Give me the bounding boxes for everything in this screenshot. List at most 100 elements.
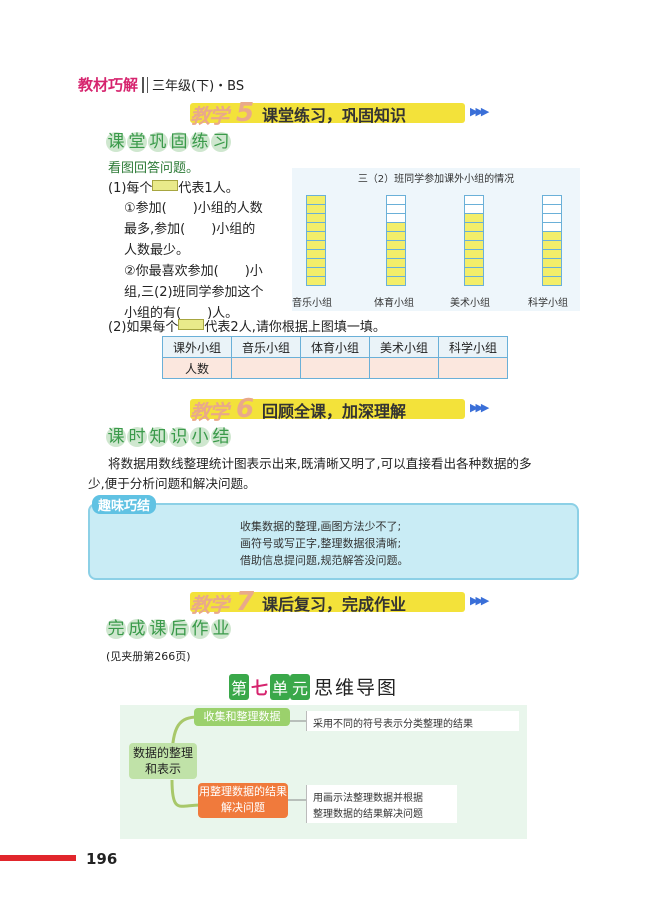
subheading-char: 课 <box>148 619 168 639</box>
chart-category-label: 美术小组 <box>450 298 490 309</box>
subheading-char: 结 <box>211 427 231 447</box>
table-row-label: 人数 <box>162 357 232 379</box>
banner-tag: 教学 <box>190 104 229 128</box>
banner-number: 7 <box>236 587 255 617</box>
table-header-cell: 美术小组 <box>369 336 439 358</box>
subheading-char: 识 <box>169 427 189 447</box>
mindmap-branch-1: 收集和整理数据 <box>194 708 290 726</box>
mindmap-leaf-box: 采用不同的符号表示分类整理的结果 <box>306 711 519 731</box>
question-1-line: ①参加( )小组的人数 <box>124 201 263 216</box>
answer-cell[interactable] <box>231 357 301 379</box>
question-1-line: ②你最喜欢参加( )小 <box>124 264 263 279</box>
subheading-homework: 完成课后作业 <box>106 619 232 639</box>
page-red-bar <box>0 855 76 861</box>
question-1-line: 组,三(2)班同学参加这个 <box>124 285 264 300</box>
unit-square-icon <box>152 180 179 191</box>
subheading-char: 小 <box>190 427 210 447</box>
mindmap-title-char: 七 <box>249 674 271 699</box>
subheading-char: 知 <box>148 427 168 447</box>
subheading-char: 作 <box>190 619 210 639</box>
mindmap-leaf-1: 采用不同的符号表示分类整理的结果 <box>313 719 473 730</box>
banner-title: 课堂练习，巩固知识 <box>262 106 407 125</box>
arrows-icon: ▶▶▶ <box>470 105 489 118</box>
exercise-intro: 看图回答问题。 <box>108 161 200 176</box>
banner-bar <box>190 592 465 612</box>
running-header: 教材巧解三年级(下)・BS <box>78 74 244 95</box>
subheading-char: 巩 <box>148 132 168 152</box>
chart-bar <box>306 195 326 286</box>
subheading-lesson-summary: 课时知识小结 <box>106 427 232 447</box>
chart-cell <box>386 276 406 286</box>
banner-number: 5 <box>236 98 255 128</box>
banner-tag: 教学 <box>190 400 229 424</box>
summary-line: 少,便于分析问题和解决问题。 <box>88 476 256 491</box>
subheading-char: 课 <box>106 427 126 447</box>
unit-square-icon <box>178 319 205 330</box>
tip-line: 收集数据的整理,画图方法少不了; <box>240 520 402 533</box>
table-header-cell: 音乐小组 <box>231 336 301 358</box>
question-1-line: 小组的有( )人。 <box>124 306 239 321</box>
chart-cell <box>542 276 562 286</box>
chart-bar <box>542 195 562 286</box>
section-banner-7: 教学 7 课后复习，完成作业 ▶▶▶ <box>190 587 490 617</box>
table-header-cell: 课外小组 <box>162 336 232 358</box>
tip-line: 画符号或写正字,整理数据很清晰; <box>240 537 402 550</box>
answer-cell[interactable] <box>369 357 439 379</box>
mindmap-title-char: 单 <box>270 674 291 700</box>
banner-title: 回顾全课，加深理解 <box>262 402 407 421</box>
subheading-char: 课 <box>106 132 126 152</box>
mindmap-branch-2: 用整理数据的结果解决问题 <box>198 783 288 818</box>
question-2-stem: (2)如果每个 代表2人,请你根据上图填一填。 <box>108 317 386 339</box>
answer-cell[interactable] <box>438 357 508 379</box>
subheading-char: 业 <box>211 619 231 639</box>
tip-box: 收集数据的整理,画图方法少不了; 画符号或写正字,整理数据很清晰; 借助信息提问… <box>88 503 579 580</box>
mindmap-title: 第七单元思维导图 <box>229 673 439 700</box>
section-banner-6: 教学 6 回顾全课，加深理解 ▶▶▶ <box>190 394 490 424</box>
chart-category-label: 科学小组 <box>528 298 568 309</box>
group-count-table: 课外小组 音乐小组 体育小组 美术小组 科学小组 人数 <box>162 336 508 379</box>
table-row: 人数 <box>162 357 508 379</box>
subheading-char: 成 <box>127 619 147 639</box>
table-header-row: 课外小组 音乐小组 体育小组 美术小组 科学小组 <box>162 336 508 358</box>
subheading-char: 习 <box>211 132 231 152</box>
chart-bar <box>464 195 484 286</box>
banner-title: 课后复习，完成作业 <box>262 595 407 614</box>
question-text: (1)每个 <box>108 181 153 196</box>
homework-reference: (见夹册第266页) <box>106 650 191 663</box>
subheading-char: 练 <box>190 132 210 152</box>
chart-cell <box>464 276 484 286</box>
answer-cell[interactable] <box>300 357 370 379</box>
chart-category-label: 音乐小组 <box>292 298 332 309</box>
tip-line: 借助信息提问题,规范解答没问题。 <box>240 554 409 567</box>
subheading-class-practice: 课堂巩固练习 <box>106 132 232 152</box>
banner-bar <box>190 399 465 419</box>
chart-category-label: 体育小组 <box>374 298 414 309</box>
subheading-char: 后 <box>169 619 189 639</box>
subheading-char: 时 <box>127 427 147 447</box>
grade-label: 三年级(下)・BS <box>152 79 245 94</box>
table-header-cell: 体育小组 <box>300 336 370 358</box>
mindmap-leaf-2: 整理数据的结果解决问题 <box>313 809 423 820</box>
mindmap-title-char: 元 <box>290 674 311 700</box>
mindmap-title-text: 思维导图 <box>314 677 399 699</box>
banner-bar <box>190 103 465 123</box>
header-divider <box>142 77 149 93</box>
mindmap: 数据的整理和表示 收集和整理数据 用整理数据的结果解决问题 采用不同的符号表示分… <box>120 705 527 839</box>
mindmap-root: 数据的整理和表示 <box>129 743 197 779</box>
mindmap-leaf-2: 用画示法整理数据并根据 <box>313 793 423 804</box>
subheading-char: 完 <box>106 619 126 639</box>
mindmap-leaf-box: 用画示法整理数据并根据 整理数据的结果解决问题 <box>306 785 457 823</box>
question-text: (2)如果每个 <box>108 320 179 335</box>
question-1-stem: (1)每个 代表1人。 <box>108 178 239 200</box>
arrows-icon: ▶▶▶ <box>470 594 489 607</box>
question-text: 代表1人。 <box>178 181 239 196</box>
book-brand: 教材巧解 <box>78 76 139 94</box>
bar-chart: 三（2）班同学参加课外小组的情况 音乐小组 体育小组 美术小组 科学小组 <box>292 168 580 311</box>
question-text: 代表2人,请你根据上图填一填。 <box>204 320 386 335</box>
section-banner-5: 教学 5 课堂练习，巩固知识 ▶▶▶ <box>190 98 490 128</box>
summary-line: 将数据用数线整理统计图表示出来,既清晰又明了,可以直接看出各种数据的多 <box>108 456 532 471</box>
chart-cell <box>306 276 326 286</box>
table-header-cell: 科学小组 <box>438 336 508 358</box>
chart-title: 三（2）班同学参加课外小组的情况 <box>357 174 515 185</box>
subheading-char: 固 <box>169 132 189 152</box>
